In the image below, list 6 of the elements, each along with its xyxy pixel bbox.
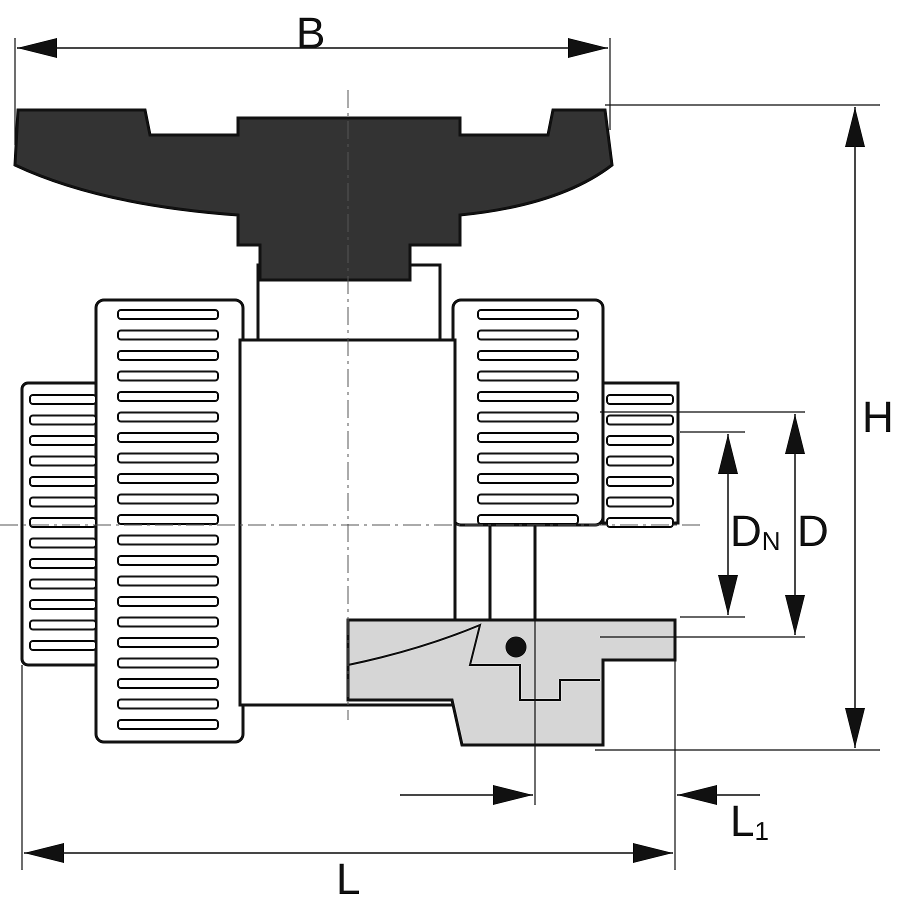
dimension-label: L bbox=[336, 858, 360, 901]
dimension-label: L$_{1}$ bbox=[730, 800, 769, 844]
dimension-label: B bbox=[296, 12, 326, 56]
dimension-label: D$_{N}$ bbox=[730, 510, 781, 554]
dimension-label: H bbox=[862, 396, 894, 440]
dimension-label: D bbox=[797, 510, 829, 554]
